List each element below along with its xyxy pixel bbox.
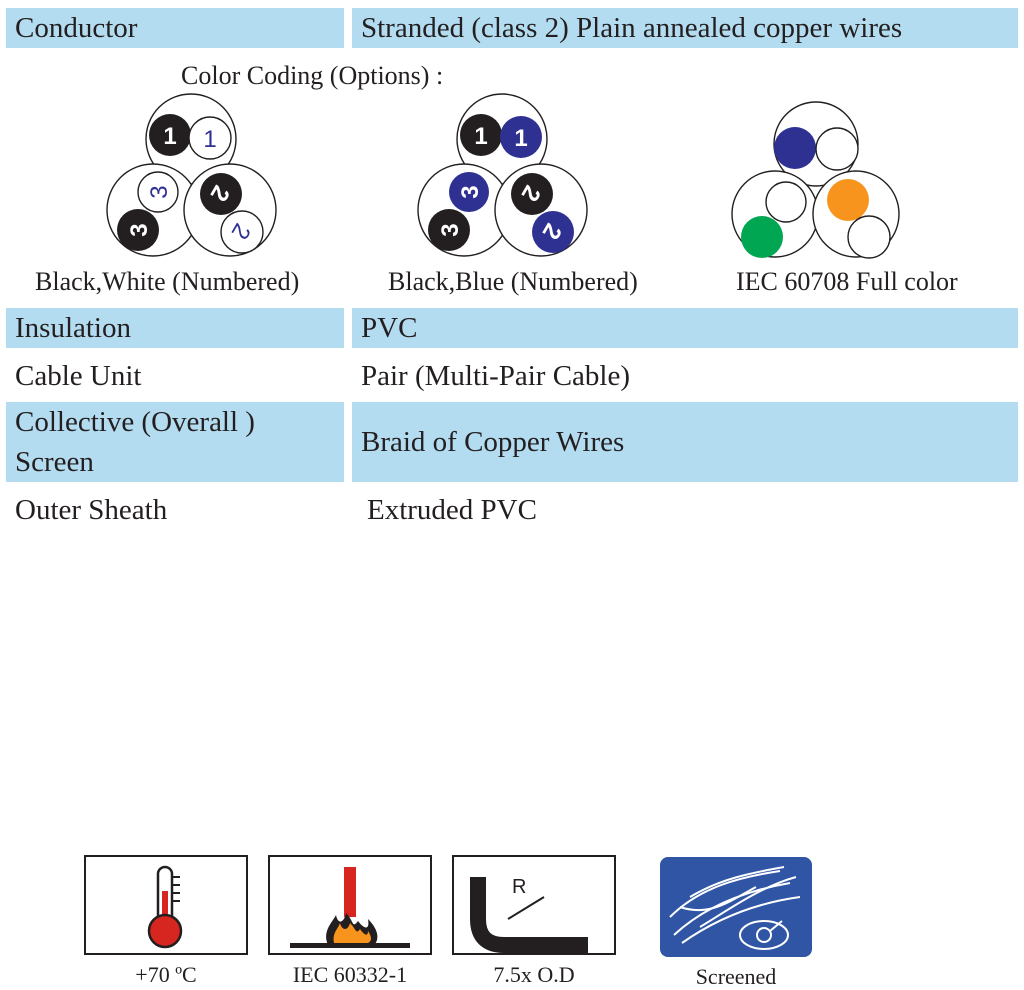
screen-label-line2: Screen — [15, 446, 94, 478]
color-option-black-blue-diagram: 1 1 3 2 3 2 — [417, 93, 588, 257]
color-option-caption: Black,White (Numbered) — [35, 267, 300, 296]
core-number: 1 — [474, 123, 487, 150]
conductor-label: Conductor — [6, 8, 344, 48]
screen-label: Collective (Overall ) Screen — [6, 402, 344, 482]
color-option-caption: Black,Blue (Numbered) — [388, 267, 638, 296]
flame-retardant-box — [268, 855, 432, 955]
bend-radius-label: 7.5x O.D — [493, 962, 575, 987]
screened-label: Screened — [695, 964, 777, 989]
screened-icon — [660, 857, 812, 957]
bend-radius-icon: R — [470, 876, 588, 953]
radius-letter: R — [512, 876, 526, 898]
temperature-rating-box — [84, 855, 248, 955]
flame-icon — [290, 867, 410, 948]
outer-sheath-value: Extruded PVC — [367, 494, 537, 526]
screen-label-line1: Collective (Overall ) — [15, 406, 255, 438]
core-number: 3 — [437, 223, 464, 236]
insulation-label: Insulation — [6, 308, 344, 348]
core-number: 1 — [514, 125, 527, 152]
color-option-caption: IEC 60708 Full color — [736, 267, 958, 296]
core-number: 1 — [163, 123, 176, 150]
core-number: 3 — [146, 185, 173, 198]
thermometer-icon — [147, 865, 183, 949]
bend-radius-box: R — [452, 855, 616, 955]
color-option-iec-full-color-diagram — [731, 101, 900, 259]
color-option-black-white-diagram: 1 1 3 2 3 2 — [106, 93, 277, 257]
cable-unit-value: Pair (Multi-Pair Cable) — [361, 360, 631, 392]
flame-retardant-label: IEC 60332-1 — [292, 962, 408, 987]
screen-value: Braid of Copper Wires — [352, 402, 1018, 482]
outer-sheath-label: Outer Sheath — [15, 494, 168, 526]
core-number: 3 — [126, 223, 153, 236]
conductor-value: Stranded (class 2) Plain annealed copper… — [352, 8, 1018, 48]
temperature-rating-label: +70 ºC — [135, 962, 197, 987]
core-number: 1 — [203, 126, 216, 153]
color-coding-heading: Color Coding (Options) : — [181, 61, 444, 90]
cable-unit-label: Cable Unit — [15, 360, 142, 392]
core-number: 3 — [457, 185, 484, 198]
insulation-value: PVC — [352, 308, 1018, 348]
